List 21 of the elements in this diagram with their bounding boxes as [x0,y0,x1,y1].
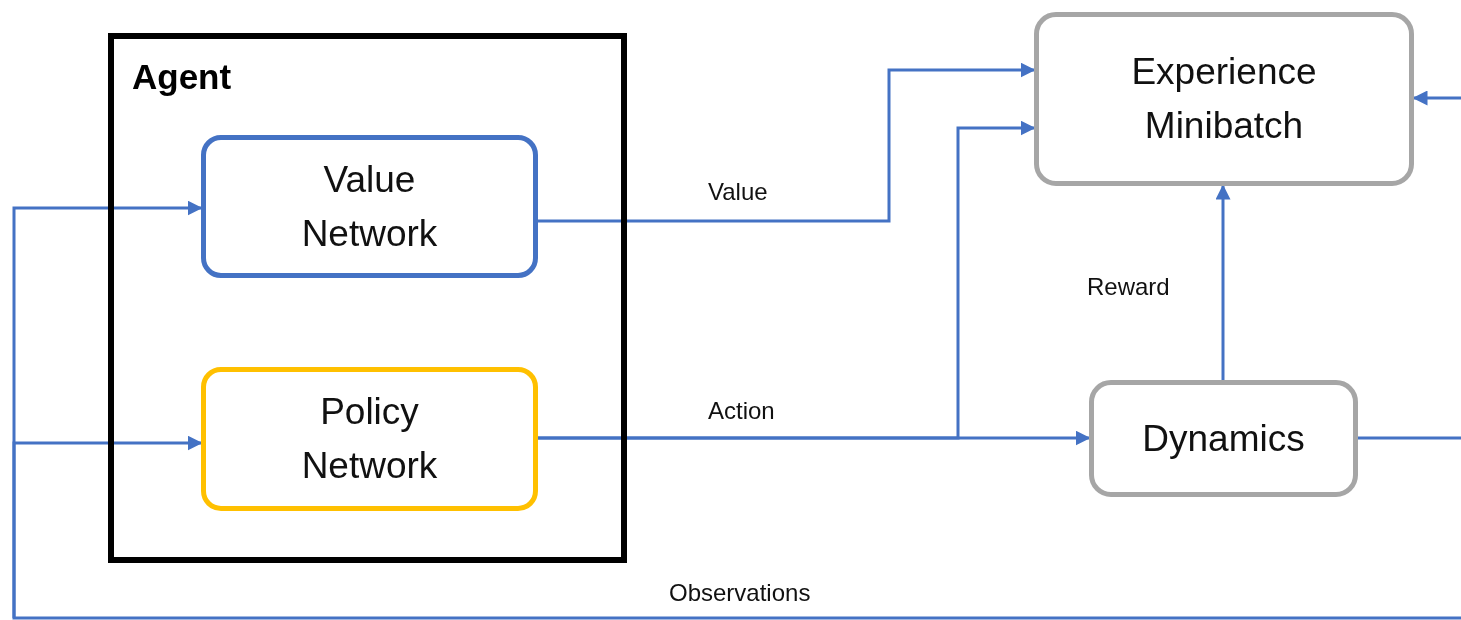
edge-label: Value [708,178,768,206]
process-box [201,135,538,278]
edge-label: Observations [669,579,811,607]
process-box [1034,12,1414,186]
edge-label: Reward [1087,273,1170,301]
arrow [12,435,203,618]
node-label: Value Network [300,157,439,256]
arrow [12,200,1461,620]
group-frame [108,33,627,563]
edge-label: Action [708,397,775,425]
arrow [538,120,1036,440]
process-box [201,367,538,511]
arrow [1412,90,1461,106]
connector-line [1358,436,1461,440]
node-label: Dynamics [1142,416,1305,461]
group-heading: Agent [132,57,232,97]
arrow [1215,184,1231,380]
node-label: Experience Minibatch [1130,50,1318,148]
process-box [1089,380,1358,497]
node-label: Policy Network [300,390,439,488]
arrow [538,62,1036,223]
